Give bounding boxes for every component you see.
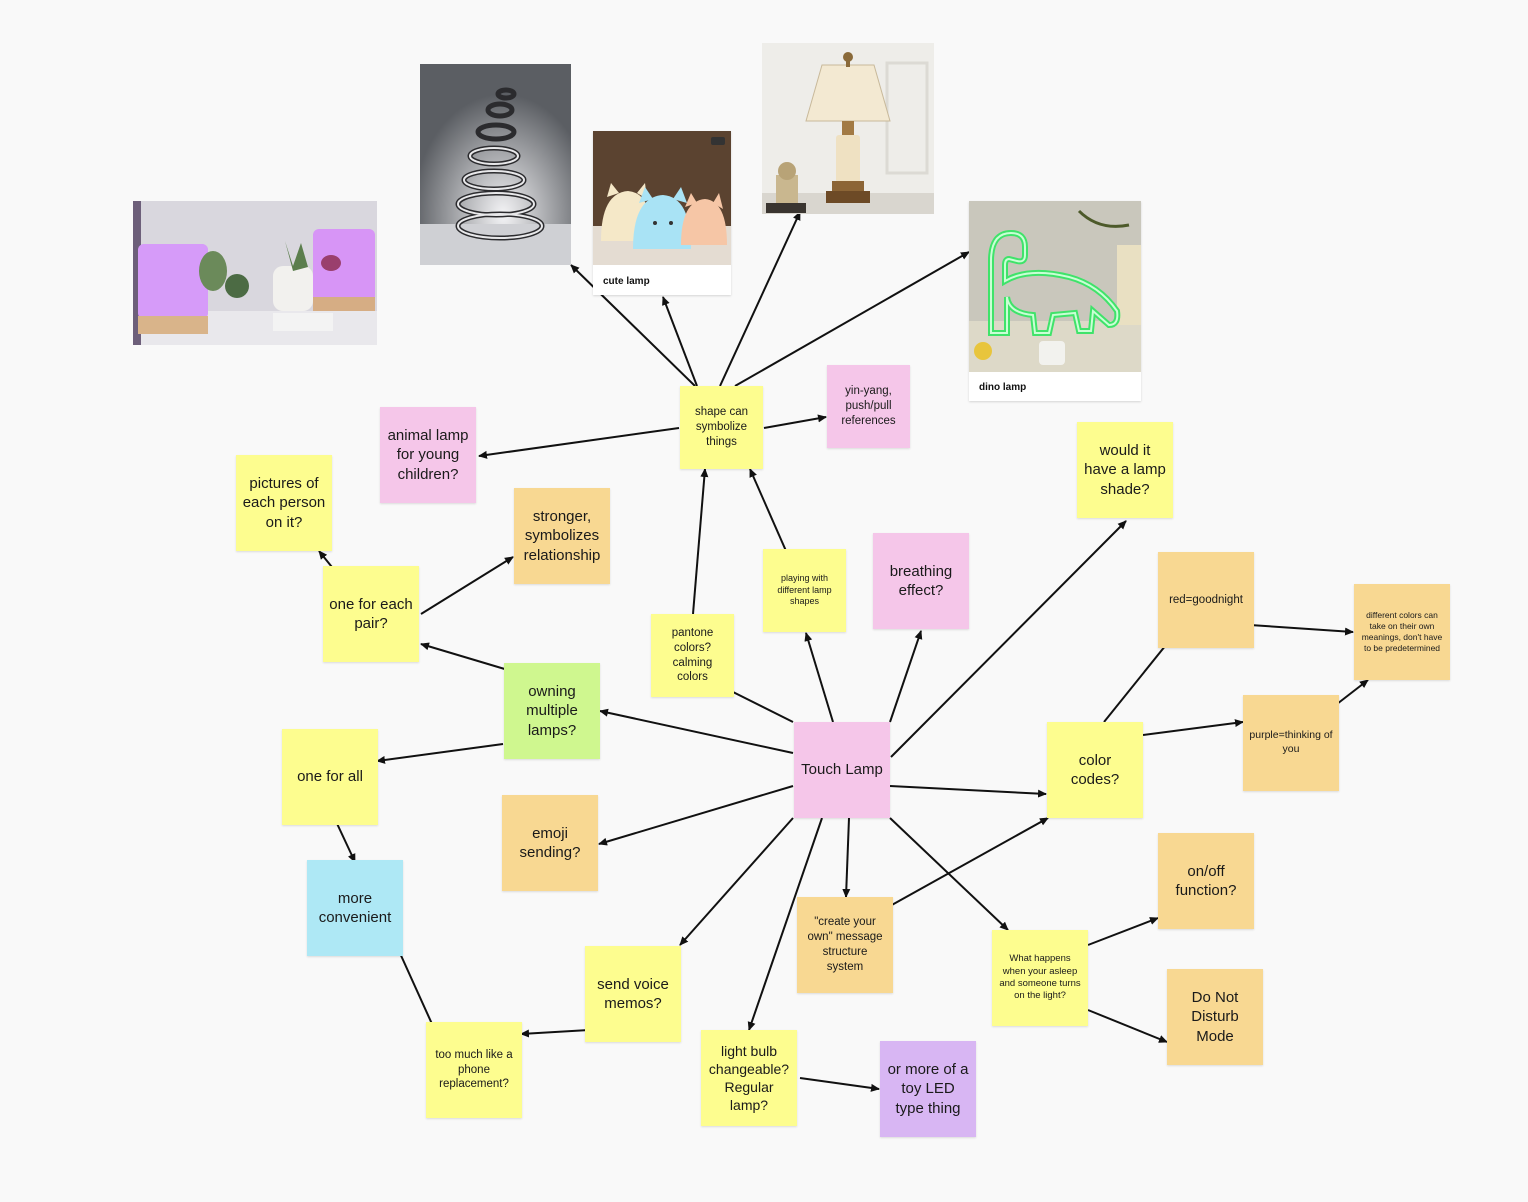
arrow-touch-to-whathappens — [889, 817, 1009, 931]
arrow-touch-to-owning — [599, 708, 794, 754]
sticky-purple-thinking-text: purple=thinking of you — [1249, 729, 1333, 755]
sticky-pictures-each[interactable]: pictures of each person on it? — [236, 455, 332, 551]
arrow-touch-to-emoji — [598, 785, 794, 846]
arrow-pair-to-stronger — [420, 556, 514, 615]
sticky-toy-led[interactable]: or more of a toy LED type thing — [880, 1041, 976, 1137]
sticky-color-codes-text: color codes? — [1070, 751, 1120, 789]
arrow-shape-to-classic — [719, 211, 801, 387]
sticky-emoji[interactable]: emoji sending? — [502, 795, 598, 891]
arrow-voice-to-phone — [520, 1029, 590, 1038]
sticky-playing-shapes-text: playing with different lamp shapes — [777, 572, 832, 607]
sticky-pictures-each-text: pictures of each person on it? — [242, 474, 326, 531]
arrow-pantone-to-shape — [692, 468, 709, 615]
sticky-shape-symbolize[interactable]: shape can symbolize things — [680, 386, 763, 469]
sticky-owning-multiple-text: owning multiple lamps? — [526, 682, 578, 739]
sticky-animal-lamp-text: animal lamp for young children? — [387, 426, 469, 483]
sticky-what-happens-text: What happens when your asleep and someon… — [999, 953, 1081, 1002]
sticky-one-for-all-text: one for all — [297, 768, 363, 786]
sticky-playing-shapes[interactable]: playing with different lamp shapes — [763, 549, 846, 632]
arrow-shape-to-animal — [478, 427, 680, 459]
sticky-color-codes[interactable]: color codes? — [1047, 722, 1143, 818]
arrow-touch-to-breathing — [889, 630, 923, 723]
sticky-send-voice-text: send voice memos? — [597, 975, 669, 1013]
arrow-red-to-different — [1249, 624, 1354, 636]
purple-cylinder-lamps-icon — [133, 201, 377, 345]
sticky-owning-multiple[interactable]: owning multiple lamps? — [504, 663, 600, 759]
arrow-playing-to-shape — [749, 468, 791, 561]
arrow-colorcodes-to-purple — [1142, 719, 1244, 736]
arrow-purple-to-different — [1336, 679, 1369, 705]
spiral-lamp-photo[interactable] — [420, 64, 571, 265]
sticky-purple-thinking[interactable]: purple=thinking of you — [1243, 695, 1339, 791]
sticky-different-colors-text: different colors can take on their own m… — [1361, 609, 1443, 654]
sticky-red-goodnight-text: red=goodnight — [1169, 593, 1243, 606]
arrow-touch-to-create — [842, 817, 851, 898]
arrow-colorcodes-to-red — [1103, 634, 1175, 723]
sticky-send-voice[interactable]: send voice memos? — [585, 946, 681, 1042]
sticky-dnd-text: Do Not Disturb Mode — [1191, 988, 1239, 1045]
sticky-on-off[interactable]: on/off function? — [1158, 833, 1254, 929]
sticky-one-each-pair-text: one for each pair? — [329, 595, 413, 633]
arrow-touch-to-colorcodes — [889, 785, 1047, 798]
sticky-different-colors[interactable]: different colors can take on their own m… — [1354, 584, 1450, 680]
sticky-touch-lamp[interactable]: Touch Lamp — [794, 722, 890, 818]
sticky-shape-symbolize-text: shape can symbolize things — [694, 406, 749, 448]
sticky-emoji-text: emoji sending? — [519, 824, 581, 862]
sticky-pantone-text: pantone colors? calming colors — [671, 626, 714, 684]
sticky-animal-lamp[interactable]: animal lamp for young children? — [380, 407, 476, 503]
sticky-too-much-phone-text: too much like a phone replacement? — [435, 1048, 513, 1091]
arrow-bulb-to-toyled — [799, 1077, 880, 1092]
sticky-lamp-shade[interactable]: would it have a lamp shade? — [1077, 422, 1173, 518]
dino-lamp-caption: dino lamp — [979, 382, 1027, 393]
spiral-lamp-icon — [420, 64, 571, 265]
sticky-stronger[interactable]: stronger, symbolizes relationship — [514, 488, 610, 584]
sticky-light-bulb[interactable]: light bulb changeable? Regular lamp? — [701, 1030, 797, 1126]
sticky-one-each-pair[interactable]: one for each pair? — [323, 566, 419, 662]
cute-lamp-caption: cute lamp — [603, 276, 650, 287]
arrow-touch-to-playing — [804, 632, 834, 723]
classic-lamp-photo[interactable] — [762, 43, 934, 214]
sticky-breathing-text: breathing effect? — [889, 562, 953, 600]
cute-lamp-card[interactable]: cute lamp — [593, 131, 731, 295]
sticky-stronger-text: stronger, symbolizes relationship — [523, 507, 601, 564]
sticky-light-bulb-text: light bulb changeable? Regular lamp? — [708, 1042, 790, 1114]
sticky-create-own-text: "create your own" message structure syst… — [807, 916, 883, 973]
cat-night-lights-icon — [593, 131, 731, 265]
sticky-create-own[interactable]: "create your own" message structure syst… — [797, 897, 893, 993]
sticky-dnd[interactable]: Do Not Disturb Mode — [1167, 969, 1263, 1065]
sticky-red-goodnight[interactable]: red=goodnight — [1158, 552, 1254, 648]
arrow-touch-to-voice — [679, 817, 794, 946]
sticky-yin-yang[interactable]: yin-yang, push/pull references — [827, 365, 910, 448]
classic-table-lamp-icon — [762, 43, 934, 214]
arrow-owning-to-pair — [420, 642, 509, 671]
neon-dinosaur-lamp-icon — [969, 201, 1141, 372]
arrow-owning-to-oneforall — [376, 743, 504, 764]
arrow-shape-to-cute — [662, 296, 698, 387]
sticky-pantone[interactable]: pantone colors? calming colors — [651, 614, 734, 697]
sticky-too-much-phone[interactable]: too much like a phone replacement? — [426, 1022, 522, 1118]
purple-lamp-photo[interactable] — [133, 201, 377, 345]
arrow-create-to-colorcodes — [889, 817, 1049, 907]
sticky-yin-yang-text: yin-yang, push/pull references — [841, 385, 896, 427]
sticky-toy-led-text: or more of a toy LED type thing — [887, 1060, 969, 1117]
dino-lamp-card[interactable]: dino lamp — [969, 201, 1141, 401]
sticky-on-off-text: on/off function? — [1175, 862, 1237, 900]
sticky-what-happens[interactable]: What happens when your asleep and someon… — [992, 930, 1088, 1026]
sticky-more-convenient[interactable]: more convenient — [307, 860, 403, 956]
sticky-lamp-shade-text: would it have a lamp shade? — [1084, 441, 1166, 498]
arrow-shape-to-yinyang — [763, 414, 827, 429]
sticky-more-convenient-text: more convenient — [318, 889, 392, 927]
sticky-touch-lamp-text: Touch Lamp — [801, 761, 883, 779]
sticky-one-for-all[interactable]: one for all — [282, 729, 378, 825]
arrow-whathappens-to-onoff — [1087, 917, 1159, 946]
arrow-whathappens-to-dnd — [1087, 1009, 1168, 1043]
sticky-breathing[interactable]: breathing effect? — [873, 533, 969, 629]
